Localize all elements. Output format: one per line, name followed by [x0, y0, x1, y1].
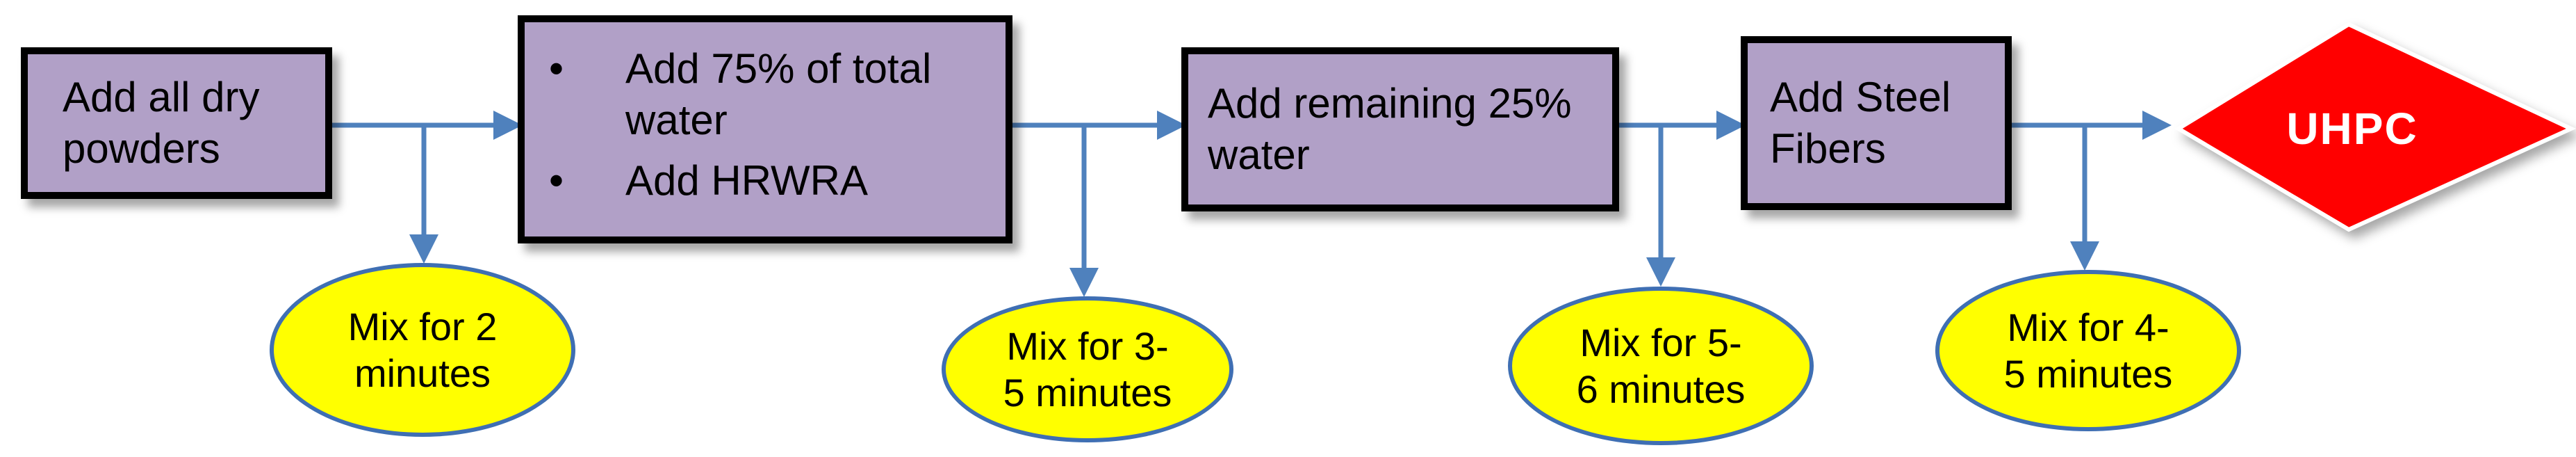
mix-oval-2: Mix for 3- 5 minutes [942, 296, 1233, 442]
step-3-text: Add remaining 25% water [1208, 79, 1572, 178]
step-2-bullet-item: • Add 75% of total water [549, 45, 932, 144]
step-4-text: Add Steel Fibers [1770, 73, 1951, 172]
step-3-box: Add remaining 25% water [1181, 47, 1619, 211]
step-1-text: Add all dry powders [63, 73, 260, 172]
step-2-box: • Add 75% of total water • Add HRWRA [518, 15, 1012, 243]
mix-oval-4: Mix for 4- 5 minutes [1935, 270, 2241, 431]
mix-oval-3: Mix for 5- 6 minutes [1508, 287, 1814, 445]
uhpc-label: UHPC [2286, 104, 2418, 154]
step-2-bullet-list: • Add 75% of total water • Add HRWRA [525, 43, 1006, 207]
mix-oval-1: Mix for 2 minutes [270, 263, 575, 437]
step-4-box: Add Steel Fibers [1741, 36, 2012, 210]
step-2-bullet-item: • Add HRWRA [549, 157, 868, 204]
uhpc-diamond [2174, 22, 2576, 232]
step-1-box: Add all dry powders [21, 47, 332, 199]
